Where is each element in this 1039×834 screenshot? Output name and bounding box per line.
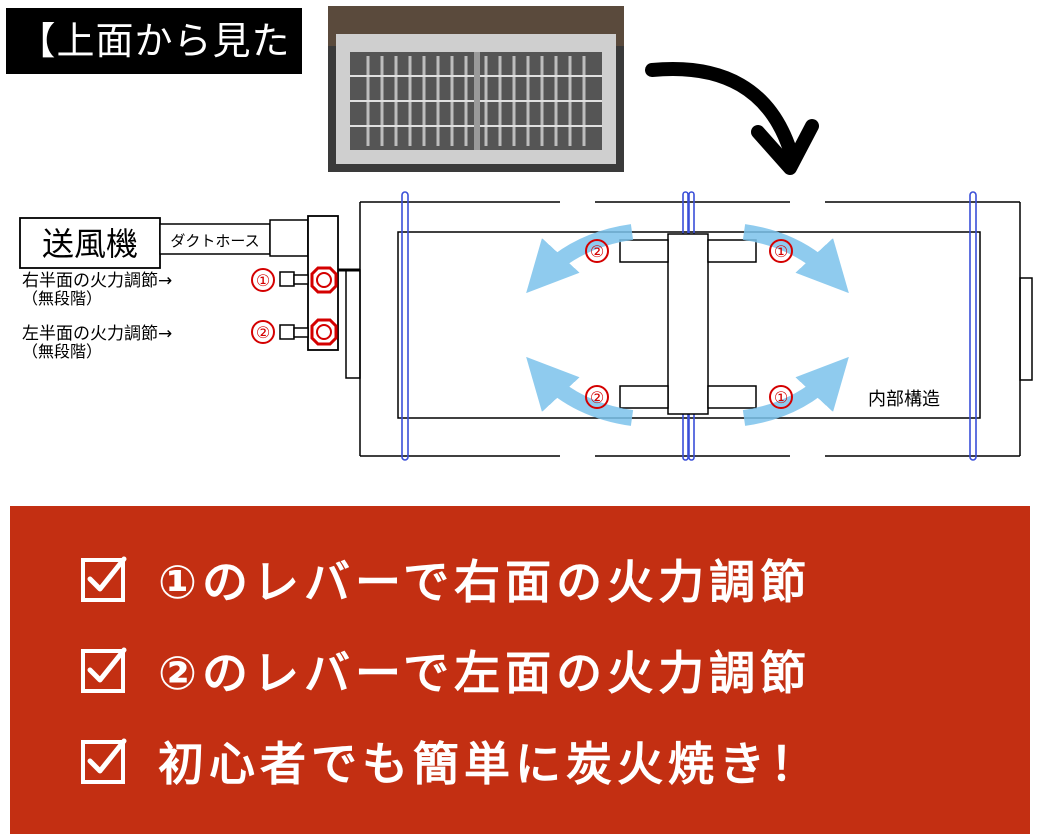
feature-text: 初心者でも簡単に炭火焼き！ <box>158 737 821 791</box>
right-control-note: （無段階） <box>22 289 102 308</box>
control-marker-1: ① <box>256 271 270 290</box>
grill-photo <box>328 6 624 172</box>
checkbox-checked-icon <box>81 647 127 693</box>
internal-structure-label: 内部構造 <box>868 389 940 410</box>
page-title: 【上面から見た図】 <box>6 8 302 129</box>
feature-item-1: ①のレバーで右面の火力調節 <box>80 536 811 622</box>
right-control-label: 右半面の火力調節→ <box>22 271 172 291</box>
marker-2-bottom: ② <box>590 388 604 407</box>
blower-label: 送風機 <box>42 225 138 263</box>
feature-text: ①のレバーで右面の火力調節 <box>158 555 812 609</box>
feature-item-2: ②のレバーで左面の火力調節 <box>80 627 811 713</box>
marker-2-top: ② <box>590 242 604 261</box>
checkbox-checked-icon <box>81 738 127 784</box>
left-control-label: 左半面の火力調節→ <box>22 324 172 344</box>
structure-diagram: ② ① ② ① 内部構造 送風機 ダクトホース 右半面の火力調節→ （無段階） … <box>19 191 1033 461</box>
marker-1-top: ① <box>774 242 788 261</box>
duct-hose-label: ダクトホース <box>170 232 259 250</box>
feature-text: ②のレバーで左面の火力調節 <box>158 646 812 700</box>
checkbox-checked-icon <box>81 556 127 602</box>
features-panel: ①のレバーで右面の火力調節 ②のレバーで左面の火力調節 初心者でも簡単に炭火焼き… <box>10 506 1030 834</box>
control-marker-2: ② <box>256 323 270 342</box>
feature-item-3: 初心者でも簡単に炭火焼き！ <box>80 718 821 804</box>
curved-arrow-icon <box>645 62 819 175</box>
marker-1-bottom: ① <box>774 388 788 407</box>
left-control-note: （無段階） <box>22 342 102 361</box>
